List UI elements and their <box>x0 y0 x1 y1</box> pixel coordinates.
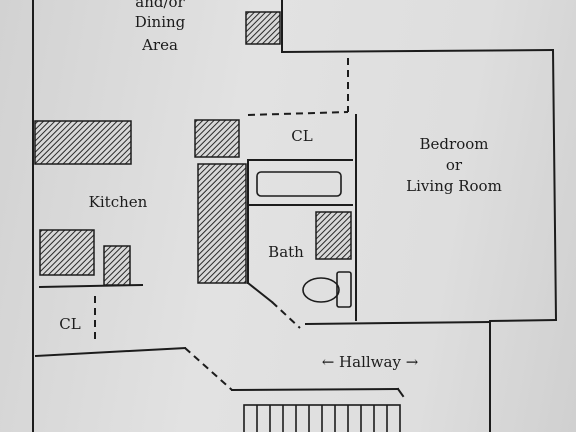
kitchen-upper-counter <box>34 120 132 165</box>
bath-door-opening <box>271 301 301 329</box>
kitchen-stove <box>39 229 95 276</box>
dining-label-line-3: Area <box>142 36 178 54</box>
closet-bottom-label: CL <box>59 315 81 333</box>
staircase <box>243 404 401 432</box>
dining-label-line-1: and/or <box>135 0 185 11</box>
stair-top-wall <box>230 387 400 392</box>
bedroom-label-line-2: or <box>445 156 463 174</box>
bath-vanity <box>315 211 352 260</box>
bedroom-bottom-step-wall <box>488 318 558 323</box>
kitchen-side-counter <box>197 163 247 284</box>
bath-label: Bath <box>268 243 304 261</box>
bedroom-label-line-3: Living Room <box>406 177 502 195</box>
toilet-bowl-icon <box>302 277 340 303</box>
dining-cabinet <box>245 11 281 45</box>
stair-opening <box>184 347 233 391</box>
bedroom-label-line-1: Bedroom <box>419 135 489 153</box>
refrigerator <box>194 119 240 158</box>
stair-top-corner <box>396 387 405 398</box>
kitchen-label: Kitchen <box>88 193 148 211</box>
hallway-label: ← Hallway → <box>321 353 419 371</box>
bathtub-icon <box>256 171 342 197</box>
bedroom-hall-wall <box>304 320 492 326</box>
bath-angled-wall <box>246 281 274 304</box>
closet-top-label: CL <box>291 127 313 145</box>
closet-top-opening <box>247 111 349 116</box>
bedroom-right-wall <box>551 48 558 322</box>
lower-left-wall <box>34 346 187 358</box>
dining-label-line-2: Dining <box>134 13 186 31</box>
kitchen-sink-cabinet <box>103 245 131 286</box>
toilet-tank-icon <box>336 271 352 308</box>
bedroom-top-wall <box>280 48 555 54</box>
